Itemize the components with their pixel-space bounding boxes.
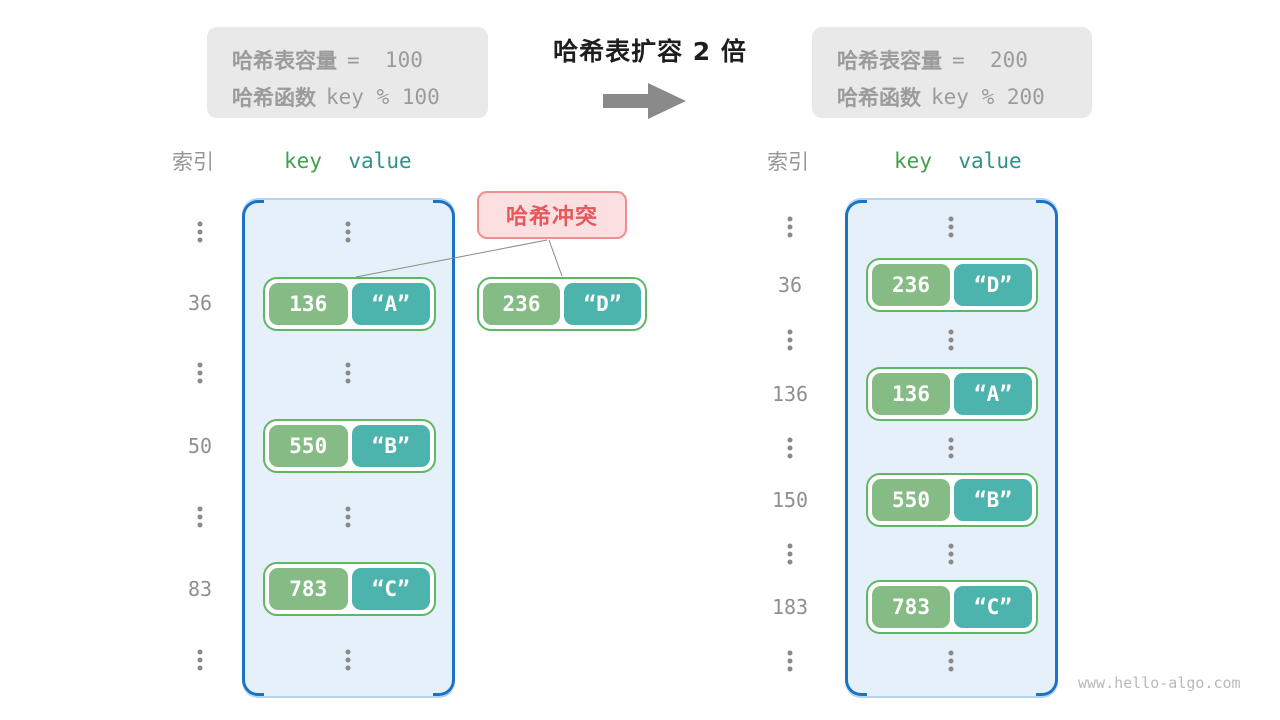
index-label: 136 (771, 382, 809, 406)
ellipsis-dots (345, 362, 351, 384)
left-value-header: value (348, 149, 412, 173)
pair-key-cell: 236 (483, 283, 560, 325)
ellipsis-dots (787, 329, 793, 351)
kv-pair: 550 “B” (263, 419, 436, 473)
ellipsis-dots (197, 362, 203, 384)
pair-key-cell: 550 (269, 425, 348, 467)
ellipsis-dots (787, 543, 793, 565)
right-bracket-border (1036, 200, 1058, 696)
pair-key-cell: 783 (269, 568, 348, 610)
hash-function-formula: key % 100 (326, 84, 440, 109)
kv-pair: 236 “D” (866, 258, 1038, 312)
capacity-value: = 200 (952, 47, 1028, 72)
watermark: www.hello-algo.com (1078, 674, 1241, 692)
kv-pair: 550 “B” (866, 473, 1038, 527)
hash-function-formula: key % 200 (931, 84, 1045, 109)
ellipsis-dots (345, 649, 351, 671)
pair-key-cell: 136 (269, 283, 348, 325)
index-label: 83 (187, 577, 213, 601)
index-label: 183 (771, 595, 809, 619)
hash-function-line: 哈希函数 key % 200 (837, 78, 1092, 115)
capacity-box-before: 哈希表容量 = 100 哈希函数 key % 100 (207, 27, 488, 118)
left-key-header: key (284, 149, 322, 173)
pair-value-cell: “D” (564, 283, 641, 325)
index-label: 150 (771, 488, 809, 512)
hash-function-label: 哈希函数 (837, 85, 921, 110)
pair-value-cell: “A” (351, 283, 430, 325)
left-index-header: 索引 (172, 150, 214, 174)
right-bracket-border (433, 200, 455, 696)
pair-value-cell: “C” (954, 586, 1032, 628)
capacity-label: 哈希表容量 (232, 48, 337, 73)
arrow-right-icon (603, 83, 686, 119)
right-key-header: key (894, 149, 932, 173)
ellipsis-dots (948, 329, 954, 351)
pair-value-cell: “B” (954, 479, 1032, 521)
pair-value-cell: “C” (351, 568, 430, 610)
ellipsis-dots (345, 506, 351, 528)
ellipsis-dots (197, 649, 203, 671)
ellipsis-dots (787, 650, 793, 672)
capacity-box-after: 哈希表容量 = 200 哈希函数 key % 200 (812, 27, 1092, 118)
ellipsis-dots (948, 650, 954, 672)
capacity-value: = 100 (347, 47, 423, 72)
collision-callout: 哈希冲突 (477, 191, 627, 239)
pair-value-cell: “A” (954, 373, 1032, 415)
pair-value-cell: “D” (954, 264, 1032, 306)
right-index-header: 索引 (767, 150, 809, 174)
right-value-header: value (958, 149, 1022, 173)
index-label: 36 (777, 273, 803, 297)
ellipsis-dots (948, 437, 954, 459)
pair-key-cell: 550 (872, 479, 950, 521)
index-label: 50 (187, 434, 213, 458)
ellipsis-dots (345, 221, 351, 243)
hash-function-line: 哈希函数 key % 100 (232, 78, 488, 115)
ellipsis-dots (787, 216, 793, 238)
capacity-line: 哈希表容量 = 200 (837, 41, 1092, 78)
pair-key-cell: 136 (872, 373, 950, 415)
capacity-label: 哈希表容量 (837, 48, 942, 73)
hash-function-label: 哈希函数 (232, 85, 316, 110)
left-bracket-border (242, 200, 264, 696)
expand-title: 哈希表扩容 2 倍 (553, 37, 747, 66)
ellipsis-dots (197, 221, 203, 243)
kv-pair: 136 “A” (263, 277, 436, 331)
pair-key-cell: 236 (872, 264, 950, 306)
pair-value-cell: “B” (351, 425, 430, 467)
ellipsis-dots (787, 437, 793, 459)
kv-pair: 136 “A” (866, 367, 1038, 421)
pair-key-cell: 783 (872, 586, 950, 628)
index-label: 36 (187, 291, 213, 315)
kv-pair: 783 “C” (866, 580, 1038, 634)
ellipsis-dots (948, 216, 954, 238)
capacity-line: 哈希表容量 = 100 (232, 41, 488, 78)
collision-kv-pair: 236 “D” (477, 277, 647, 331)
left-bracket-border (845, 200, 867, 696)
kv-pair: 783 “C” (263, 562, 436, 616)
ellipsis-dots (197, 506, 203, 528)
ellipsis-dots (948, 543, 954, 565)
